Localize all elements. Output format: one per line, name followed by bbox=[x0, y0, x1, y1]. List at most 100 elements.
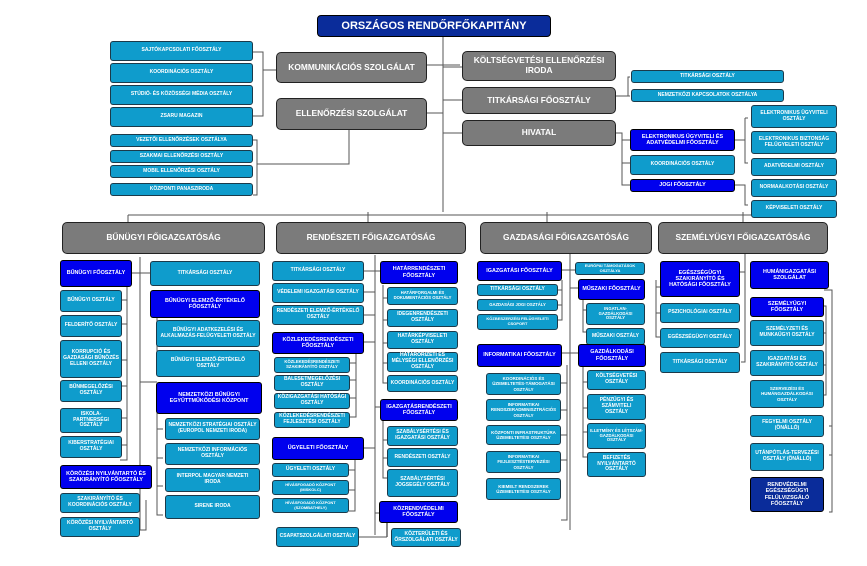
szemelyugyi-foigazgatosag[interactable]: SZEMÉLYÜGYI FŐIGAZGATÓSÁG bbox=[658, 222, 828, 254]
unit-box[interactable]: SZABÁLYSÉRTÉSI JOGSEGÉLY OSZTÁLY bbox=[387, 469, 458, 497]
chief-box[interactable]: ORSZÁGOS RENDŐRFŐKAPITÁNY bbox=[317, 15, 551, 37]
unit-box[interactable]: STÚDIÓ- ÉS KÖZÖSSÉGI MÉDIA OSZTÁLY bbox=[110, 85, 253, 105]
ellenorzesi-szolgalat[interactable]: ELLENŐRZÉSI SZOLGÁLAT bbox=[276, 98, 427, 130]
unit-box[interactable]: TITKÁRSÁGI OSZTÁLY bbox=[477, 284, 558, 296]
unit-box[interactable]: ZSARU MAGAZIN bbox=[110, 107, 253, 127]
hatar-foosztaly[interactable]: HATÁRRENDÉSZETI FŐOSZTÁLY bbox=[380, 261, 458, 284]
unit-box[interactable]: KOORDINÁCIÓS OSZTÁLY bbox=[387, 375, 458, 392]
unit-box[interactable]: KÖZPONTI INFRASTRUKTÚRA ÜZEMELTETÉSI OSZ… bbox=[486, 425, 561, 445]
unit-box[interactable]: CSAPATSZOLGÁLATI OSZTÁLY bbox=[276, 527, 359, 547]
unit-box[interactable]: GAZDASÁGI JOGI OSZTÁLY bbox=[477, 299, 558, 311]
rendeszeti-foigazgatosag[interactable]: RENDÉSZETI FŐIGAZGATÓSÁG bbox=[276, 222, 466, 254]
unit-box[interactable]: NEMZETKÖZI INFORMÁCIÓS OSZTÁLY bbox=[165, 443, 260, 465]
unit-box[interactable]: PSZICHOLÓGIAI OSZTÁLY bbox=[660, 303, 740, 323]
unit-box[interactable]: RENDÉSZETI OSZTÁLY bbox=[387, 448, 458, 467]
unit-box[interactable]: UTÁNPÓTLÁS-TERVEZÉSI OSZTÁLY (ÖNÁLLÓ) bbox=[750, 443, 824, 471]
unit-box[interactable]: INTERPOL MAGYAR NEMZETI IRODA bbox=[165, 468, 260, 492]
unit-box[interactable]: BŰNÜGYI OSZTÁLY bbox=[60, 290, 122, 312]
unit-box[interactable]: EGÉSZSÉGÜGYI OSZTÁLY bbox=[660, 328, 740, 348]
elektronikus-foosztaly[interactable]: ELEKTRONIKUS ÜGYVITELI ÉS ADATVÉDELMI FŐ… bbox=[630, 129, 735, 151]
unit-box[interactable]: KÖZLEKEDÉSRENDÉSZETI SZAKIRÁNYÍTÓ OSZTÁL… bbox=[274, 357, 350, 373]
humanigazgatasi-szolgalat[interactable]: HUMÁNIGAZGATÁSI SZOLGÁLAT bbox=[750, 261, 829, 289]
unit-box[interactable]: EURÓPAI TÁMOGATÁSOK OSZTÁLYA bbox=[575, 262, 645, 275]
bunugyi-foigazgatosag[interactable]: BŰNÜGYI FŐIGAZGATÓSÁG bbox=[62, 222, 265, 254]
unit-box[interactable]: SZERVEZÉSI ÉS HUMÁNGAZDÁLKODÁSI OSZTÁLY bbox=[750, 380, 824, 408]
unit-box[interactable]: KÖLTSÉGVETÉSI OSZTÁLY bbox=[587, 370, 646, 390]
igazgatasi-foosztaly[interactable]: IGAZGATÁSI FŐOSZTÁLY bbox=[477, 261, 562, 281]
unit-box[interactable]: VÉDELEMI IGAZGATÁSI OSZTÁLY bbox=[272, 283, 364, 303]
unit-box[interactable]: TITKÁRSÁGI OSZTÁLY bbox=[631, 70, 784, 83]
jogi-foosztaly[interactable]: JOGI FŐOSZTÁLY bbox=[630, 179, 735, 192]
szemelyugyi-foosztaly[interactable]: SZEMÉLYÜGYI FŐOSZTÁLY bbox=[750, 297, 824, 317]
unit-box[interactable]: INGATLAN-GAZDÁLKODÁSI OSZTÁLY bbox=[586, 303, 645, 325]
unit-box[interactable]: HATÁRKÉPVISELETI OSZTÁLY bbox=[387, 331, 458, 349]
unit-box[interactable]: KÖZTERÜLETI ÉS ŐRSZOLGÁLATI OSZTÁLY bbox=[391, 528, 461, 547]
unit-box[interactable]: SAJTÓKAPCSOLATI FŐOSZTÁLY bbox=[110, 41, 253, 61]
muszaki-foosztaly[interactable]: MŰSZAKI FŐOSZTÁLY bbox=[578, 279, 645, 300]
unit-box[interactable]: ILLETMÉNY ÉS LÉTSZÁM-GAZDÁLKODÁSI OSZTÁL… bbox=[587, 423, 646, 449]
unit-box[interactable]: IGAZGATÁSI ÉS SZAKIRÁNYÍTÓ OSZTÁLY bbox=[750, 350, 824, 376]
unit-box[interactable]: BEFIZETÉS NYILVÁNTARTÓ OSZTÁLY bbox=[587, 452, 646, 477]
igazgatas-foosztaly[interactable]: IGAZGATÁSRENDÉSZETI FŐOSZTÁLY bbox=[380, 399, 458, 421]
unit-box[interactable]: HATÁRŐRIZETI ÉS MÉLYSÉGI ELLENŐRZÉSI OSZ… bbox=[387, 352, 458, 372]
ugyeleti-foosztaly[interactable]: ÜGYELETI FŐOSZTÁLY bbox=[272, 437, 364, 460]
unit-box[interactable]: KOORDINÁCIÓS OSZTÁLY bbox=[110, 63, 253, 83]
unit-box[interactable]: BŰNÜGYI ELEMZŐ-ÉRTÉKELŐ OSZTÁLY bbox=[156, 350, 260, 377]
titkarsagi-foosztaly[interactable]: TITKÁRSÁGI FŐOSZTÁLY bbox=[462, 87, 616, 114]
unit-box[interactable]: RENDÉSZETI ELEMZŐ-ÉRTÉKELŐ OSZTÁLY bbox=[272, 305, 364, 325]
unit-box[interactable]: TITKÁRSÁGI OSZTÁLY bbox=[150, 261, 260, 286]
unit-box[interactable]: BŰNÜGYI ADATKEZELÉSI ÉS ALKALMAZÁS-FELÜG… bbox=[156, 320, 260, 347]
unit-box[interactable]: MOBIL ELLENŐRZÉSI OSZTÁLY bbox=[110, 165, 253, 178]
unit-box[interactable]: IDEGENRENDÉSZETI OSZTÁLY bbox=[387, 309, 458, 327]
unit-box[interactable]: KÉPVISELETI OSZTÁLY bbox=[751, 200, 837, 218]
informatikai-foosztaly[interactable]: INFORMATIKAI FŐOSZTÁLY bbox=[477, 344, 562, 367]
elemzo-foosztaly[interactable]: BŰNÜGYI ELEMZŐ-ÉRTÉKELŐ FŐOSZTÁLY bbox=[150, 290, 260, 318]
gazdalkodasi-foosztaly[interactable]: GAZDÁLKODÁSI FŐOSZTÁLY bbox=[578, 344, 646, 367]
unit-box[interactable]: KÖZBESZERZÉSI FELÜGYELETI CSOPORT bbox=[477, 314, 558, 330]
unit-box[interactable]: KÖRÖZÉSI NYILVÁNTARTÓ OSZTÁLY bbox=[60, 517, 140, 537]
unit-box[interactable]: KORRUPCIÓ ÉS GAZDASÁGI BŰNÖZÉS ELLENI OS… bbox=[60, 340, 122, 378]
rendvedelmi-foosztaly[interactable]: RENDVÉDELMI EGÉSZSÉGÜGYI FELÜLVIZSGÁLÓ F… bbox=[750, 477, 824, 512]
kozrend-foosztaly[interactable]: KÖZRENDVÉDELMI FŐOSZTÁLY bbox=[379, 501, 458, 523]
gazdasagi-foigazgatosag[interactable]: GAZDASÁGI FŐIGAZGATÓSÁG bbox=[480, 222, 652, 254]
unit-box[interactable]: KIBERSTRATÉGIAI OSZTÁLY bbox=[60, 436, 122, 458]
unit-box[interactable]: PÉNZÜGYI ÉS SZÁMVITELI OSZTÁLY bbox=[587, 394, 646, 420]
unit-box[interactable]: NORMAALKOTÁSI OSZTÁLY bbox=[751, 179, 837, 197]
unit-box[interactable]: BALESETMEGELŐZÉSI OSZTÁLY bbox=[274, 375, 350, 391]
unit-box[interactable]: ÜGYELETI OSZTÁLY bbox=[272, 463, 349, 477]
unit-box[interactable]: NEMZETKÖZI KAPCSOLATOK OSZTÁLYA bbox=[631, 89, 784, 102]
unit-box[interactable]: HÍVÁSFOGADÓ KÖZPONT (SZOMBATHELY) bbox=[272, 498, 349, 513]
unit-box[interactable]: HATÁRFORGALMI ÉS DOKUMENTÁCIÓS OSZTÁLY bbox=[387, 287, 458, 305]
kommunikacios-szolgalat[interactable]: KOMMUNIKÁCIÓS SZOLGÁLAT bbox=[276, 52, 427, 83]
kozlekedes-foosztaly[interactable]: KÖZLEKEDÉSRENDÉSZETI FŐOSZTÁLY bbox=[272, 332, 364, 354]
unit-box[interactable]: KOORDINÁCIÓS OSZTÁLY bbox=[630, 155, 735, 175]
unit-box[interactable]: MŰSZAKI OSZTÁLY bbox=[586, 328, 645, 345]
unit-box[interactable]: VEZETŐI ELLENŐRZÉSEK OSZTÁLYA bbox=[110, 134, 253, 147]
hivatal[interactable]: HIVATAL bbox=[462, 120, 616, 146]
unit-box[interactable]: KÖZIGAZGATÁSI HATÓSÁGI OSZTÁLY bbox=[274, 393, 350, 409]
unit-box[interactable]: SZABÁLYSÉRTÉSI ÉS IGAZGATÁSI OSZTÁLY bbox=[387, 426, 458, 446]
bunugyi-foosztaly[interactable]: BŰNÜGYI FŐOSZTÁLY bbox=[60, 260, 132, 287]
unit-box[interactable]: TITKÁRSÁGI OSZTÁLY bbox=[660, 352, 740, 373]
korozesi-foosztaly[interactable]: KÖRÖZÉSI NYILVÁNTARTÓ ÉS SZAKIRÁNYÍTÓ FŐ… bbox=[60, 465, 152, 489]
unit-box[interactable]: ISKOLA-PARTNERSÉGI OSZTÁLY bbox=[60, 408, 122, 433]
unit-box[interactable]: SZAKMAI ELLENŐRZÉSI OSZTÁLY bbox=[110, 150, 253, 163]
unit-box[interactable]: FEGYELMI OSZTÁLY (ÖNÁLLÓ) bbox=[750, 415, 824, 437]
nemzetkozi-kozpont[interactable]: NEMZETKÖZI BŰNÜGYI EGYÜTTMŰKÖDÉSI KÖZPON… bbox=[156, 382, 262, 414]
unit-box[interactable]: KÖZPONTI PANASZIRODA bbox=[110, 183, 253, 196]
koltsegvetesi-iroda[interactable]: KÖLTSÉGVETÉSI ELLENŐRZÉSI IRODA bbox=[462, 51, 616, 81]
unit-box[interactable]: TITKÁRSÁGI OSZTÁLY bbox=[272, 261, 364, 281]
unit-box[interactable]: ADATVÉDELMI OSZTÁLY bbox=[751, 158, 837, 176]
unit-box[interactable]: ELEKTRONIKUS ÜGYVITELI OSZTÁLY bbox=[751, 105, 837, 128]
unit-box[interactable]: KÖZLEKEDÉSRENDÉSZETI FEJLESZTÉSI OSZTÁLY bbox=[274, 412, 350, 428]
unit-box[interactable]: NEMZETKÖZI STRATÉGIAI OSZTÁLY (EUROPOL N… bbox=[165, 418, 260, 440]
unit-box[interactable]: HÍVÁSFOGADÓ KÖZPONT (MISKOLC) bbox=[272, 480, 349, 495]
unit-box[interactable]: SIRENE IRODA bbox=[165, 495, 260, 519]
unit-box[interactable]: INFORMATIKAI RENDSZERADMINISZTRÁCIÓS OSZ… bbox=[486, 399, 561, 421]
unit-box[interactable]: SZEMÉLYZETI ÉS MUNKAÜGYI OSZTÁLY bbox=[750, 320, 824, 346]
unit-box[interactable]: BŰNMEGELŐZÉSI OSZTÁLY bbox=[60, 380, 122, 402]
unit-box[interactable]: INFORMATIKAI FEJLESZTÉSTERVEZÉSI OSZTÁLY bbox=[486, 451, 561, 473]
unit-box[interactable]: KIEMELT RENDSZEREK ÜZEMELTETÉSI OSZTÁLY bbox=[486, 478, 561, 500]
unit-box[interactable]: KOORDINÁCIÓS ÉS ÜZEMELTETÉS-TÁMOGATÁSI O… bbox=[486, 373, 561, 395]
egeszsegugyi-foosztaly[interactable]: EGÉSZSÉGÜGYI SZAKIRÁNYÍTÓ ÉS HATÓSÁGI FŐ… bbox=[660, 261, 740, 297]
